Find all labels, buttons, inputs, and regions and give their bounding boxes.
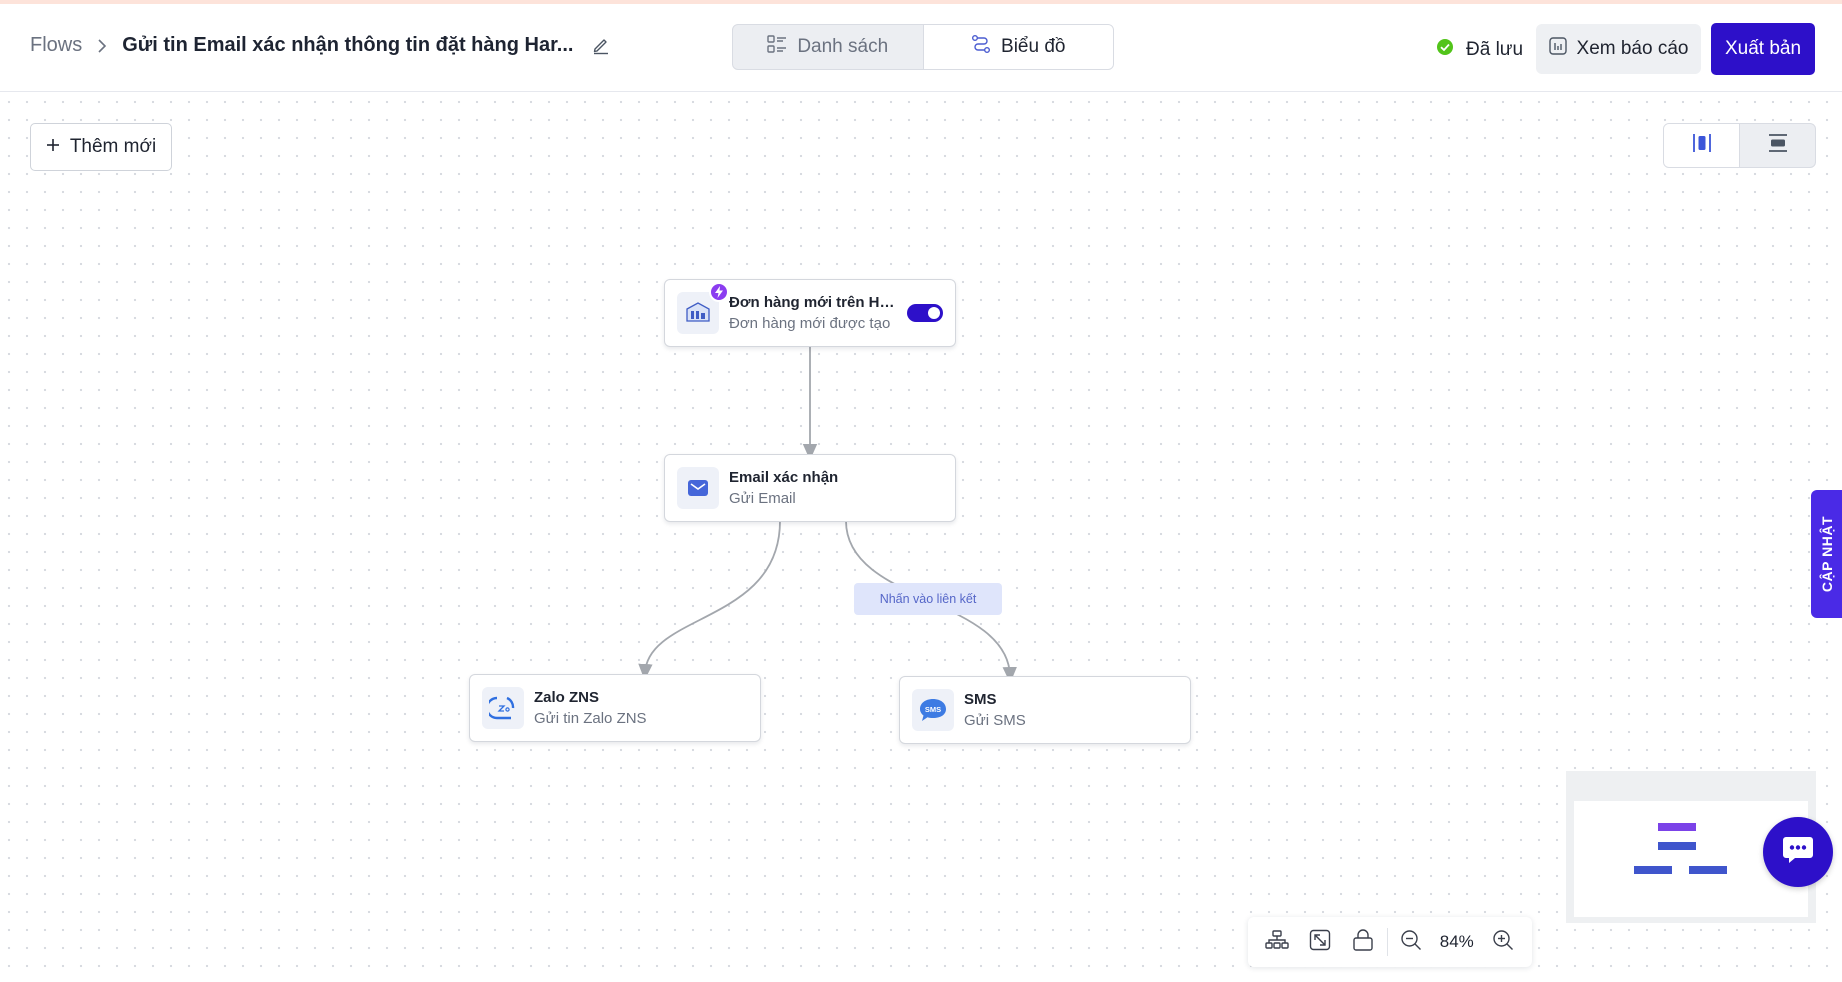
node-zalo-title: Zalo ZNS — [534, 689, 600, 706]
save-status-text: Đã lưu — [1466, 39, 1524, 60]
chat-support-button[interactable] — [1763, 817, 1833, 887]
auto-layout-button[interactable] — [1256, 922, 1299, 962]
node-zalo-subtitle: Gửi tin Zalo ZNS — [534, 710, 647, 727]
fit-view-icon — [1309, 929, 1331, 956]
minimap-node-trigger — [1658, 823, 1696, 831]
updates-side-tab[interactable]: CẬP NHẬT — [1811, 490, 1842, 618]
node-email-subtitle: Gửi Email — [729, 490, 796, 507]
bolt-icon — [709, 282, 729, 302]
flow-canvas[interactable]: Thêm mới Đơ — [0, 93, 1842, 982]
node-email-title: Email xác nhận — [729, 469, 839, 486]
node-trigger-subtitle: Đơn hàng mới được tạo — [729, 315, 891, 332]
chat-bubble-icon — [1781, 835, 1815, 870]
tree-layout-icon — [1265, 929, 1290, 955]
breadcrumb-flows-link[interactable]: Flows — [30, 34, 83, 56]
node-sms[interactable]: SMS SMS Gửi SMS — [899, 676, 1191, 744]
edge-email-to-zalo — [638, 520, 781, 681]
top-accent-bar — [0, 0, 1842, 4]
zoom-in-button[interactable] — [1481, 922, 1524, 962]
flow-header: Flows Gửi tin Email xác nhận thông tin đ… — [0, 4, 1842, 92]
flow-diagram-icon — [971, 35, 991, 59]
list-icon — [767, 35, 787, 59]
node-trigger-title: Đơn hàng mới trên Hara... — [729, 294, 899, 311]
plus-icon — [46, 136, 60, 158]
updates-side-tab-label: CẬP NHẬT — [1818, 515, 1835, 593]
tab-list-label: Danh sách — [797, 36, 889, 57]
flow-title: Gửi tin Email xác nhận thông tin đặt hàn… — [122, 34, 574, 56]
zoom-out-button[interactable] — [1390, 922, 1433, 962]
layout-toggle — [1663, 123, 1816, 168]
zoom-level: 84% — [1439, 932, 1474, 951]
node-sms-subtitle: Gửi SMS — [964, 712, 1026, 729]
sms-icon: SMS — [912, 689, 954, 731]
node-zalo-zns[interactable]: Zalo ZNS Gửi tin Zalo ZNS — [469, 674, 761, 742]
add-new-button[interactable]: Thêm mới — [30, 123, 172, 171]
pencil-icon[interactable] — [591, 35, 613, 57]
view-report-label: Xem báo cáo — [1576, 38, 1689, 59]
vertical-layout-button[interactable] — [1664, 124, 1740, 167]
lock-canvas-button[interactable] — [1342, 922, 1385, 962]
node-sms-title: SMS — [964, 691, 997, 708]
tab-chart-view[interactable]: Biểu đồ — [922, 25, 1113, 69]
zoom-out-icon — [1400, 929, 1422, 956]
haravan-icon — [677, 282, 729, 334]
mail-icon — [677, 467, 719, 509]
chevron-right-icon — [94, 38, 110, 54]
toolbar-divider — [1386, 928, 1388, 956]
canvas-toolbar: 84% — [1248, 917, 1532, 967]
minimap-node-zalo — [1634, 866, 1672, 874]
horizontal-layout-icon — [1767, 132, 1789, 159]
view-toggle: Danh sách Biểu đồ — [732, 24, 1114, 70]
edge-label-link-clicked[interactable]: Nhấn vào liên kết — [854, 583, 1002, 615]
svg-text:SMS: SMS — [925, 705, 941, 714]
report-chart-icon — [1548, 37, 1567, 61]
check-circle-icon — [1436, 38, 1454, 62]
trigger-enable-toggle[interactable] — [907, 304, 943, 322]
breadcrumb: Flows Gửi tin Email xác nhận thông tin đ… — [30, 34, 613, 57]
view-report-button[interactable]: Xem báo cáo — [1536, 24, 1701, 74]
node-trigger[interactable]: Đơn hàng mới trên Hara... Đơn hàng mới đ… — [664, 279, 956, 347]
tab-list-view[interactable]: Danh sách — [733, 25, 923, 69]
horizontal-layout-button[interactable] — [1740, 124, 1815, 167]
node-email[interactable]: Email xác nhận Gửi Email — [664, 454, 956, 522]
add-new-label: Thêm mới — [69, 136, 157, 157]
zoom-in-icon — [1492, 929, 1514, 956]
fit-view-button[interactable] — [1299, 922, 1342, 962]
save-status: Đã lưu — [1436, 38, 1523, 62]
lock-icon — [1352, 928, 1374, 956]
minimap-node-sms — [1689, 866, 1727, 874]
minimap-node-email — [1658, 842, 1696, 850]
vertical-layout-icon — [1691, 132, 1713, 159]
zalo-icon — [482, 687, 524, 729]
publish-button[interactable]: Xuất bản — [1711, 23, 1815, 75]
tab-chart-label: Biểu đồ — [1001, 36, 1066, 57]
